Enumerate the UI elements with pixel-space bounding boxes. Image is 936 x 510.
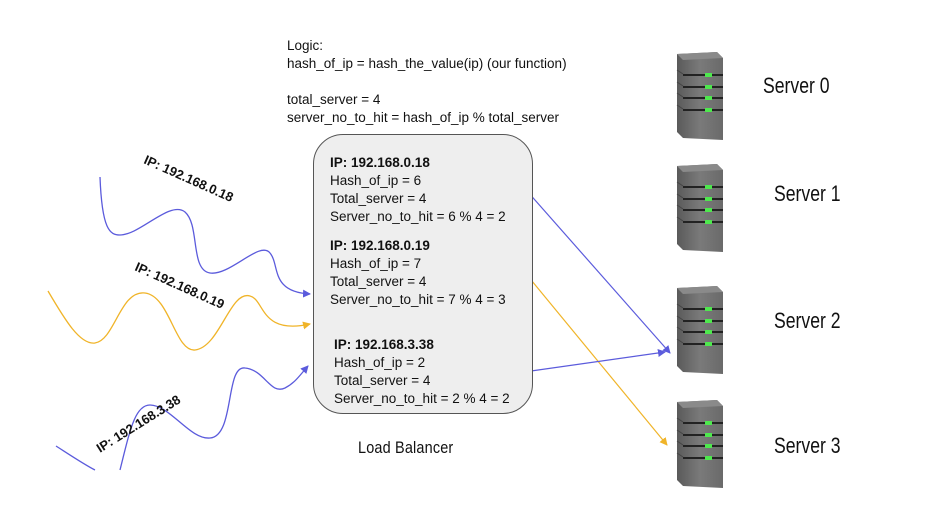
request-label: IP: 192.168.0.19 (133, 259, 227, 312)
route-arrow-to-server-2 (523, 349, 666, 373)
lb-block-hash: Hash_of_ip = 2 (334, 355, 426, 370)
logic-description: Logic: hash_of_ip = hash_the_value(ip) (… (287, 37, 567, 127)
server-2-label: Server 2 (774, 308, 841, 333)
server-1-icon (676, 163, 724, 253)
lb-block-result: Server_no_to_hit = 7 % 4 = 3 (330, 292, 506, 307)
request-label: IP: 192.168.0.18 (142, 152, 236, 205)
request-wave-3 (55, 366, 308, 471)
request-wave-2 (47, 290, 311, 351)
load-balancer-box (313, 134, 533, 414)
server-3-label: Server 3 (774, 433, 841, 458)
server-0-label: Server 0 (763, 73, 830, 98)
lb-block-result: Server_no_to_hit = 2 % 4 = 2 (334, 391, 510, 406)
lb-block-3: IP: 192.168.3.38 Hash_of_ip = 2 Total_se… (334, 336, 510, 408)
load-balancer-label: Load Balancer (358, 438, 454, 457)
lb-block-ip: IP: 192.168.0.18 (330, 155, 430, 170)
logic-line: Logic: (287, 38, 324, 53)
lb-block-ip: IP: 192.168.0.19 (330, 238, 430, 253)
lb-block-total: Total_server = 4 (330, 191, 427, 206)
server-1-label: Server 1 (774, 181, 841, 206)
server-0-icon (676, 51, 724, 141)
lb-block-hash: Hash_of_ip = 7 (330, 256, 422, 271)
route-arrow-to-server-2 (526, 190, 671, 354)
lb-block-result: Server_no_to_hit = 6 % 4 = 2 (330, 209, 506, 224)
logic-line: total_server = 4 (287, 92, 381, 107)
lb-block-hash: Hash_of_ip = 6 (330, 173, 422, 188)
lb-block-2: IP: 192.168.0.19 Hash_of_ip = 7 Total_se… (330, 237, 506, 309)
lb-block-ip: IP: 192.168.3.38 (334, 337, 434, 352)
logic-line: hash_of_ip = hash_the_value(ip) (our fun… (287, 56, 567, 71)
route-arrow-to-server-3 (526, 274, 668, 446)
server-3-icon (676, 399, 724, 489)
lb-block-1: IP: 192.168.0.18 Hash_of_ip = 6 Total_se… (330, 154, 506, 226)
request-wave-1 (99, 176, 311, 298)
request-label: IP: 192.168.3.38 (94, 392, 183, 456)
lb-block-total: Total_server = 4 (330, 274, 427, 289)
server-2-icon (676, 285, 724, 375)
logic-line: server_no_to_hit = hash_of_ip % total_se… (287, 110, 560, 125)
lb-block-total: Total_server = 4 (334, 373, 431, 388)
